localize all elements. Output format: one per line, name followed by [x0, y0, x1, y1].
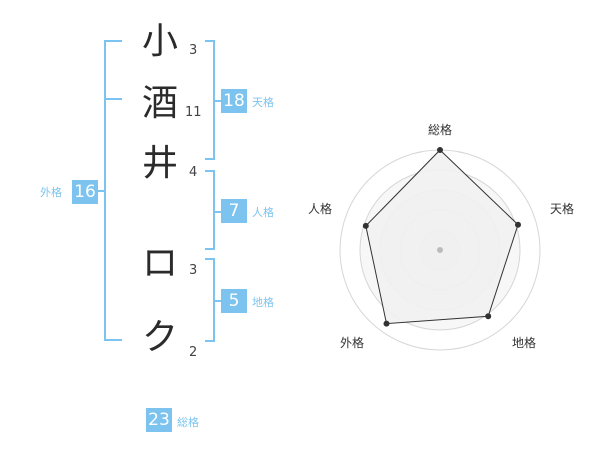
radar-point	[383, 320, 390, 327]
tenkaku-bracket-vertical	[213, 40, 215, 160]
stroke-count-1: 3	[189, 43, 198, 58]
radar-point	[485, 313, 492, 320]
tenkaku-connector	[215, 100, 221, 102]
radar-center	[437, 247, 443, 253]
stroke-count-5: 2	[189, 345, 198, 360]
chikaku-bracket-bottom	[205, 340, 215, 342]
gaikaku-connector	[96, 190, 104, 192]
tenkaku-label: 天格	[252, 96, 274, 109]
radar-points	[362, 147, 521, 327]
chikaku-badge: 5	[221, 289, 247, 313]
name-char-5: ク	[141, 317, 178, 358]
chikaku-bracket-top	[205, 258, 215, 260]
gaikaku-bracket-top	[104, 40, 122, 42]
jinkaku-connector	[215, 211, 221, 213]
radar-label-soukaku: 総格	[428, 123, 453, 137]
tenkaku-bracket-bottom	[205, 158, 215, 160]
jinkaku-bracket-top	[205, 170, 215, 172]
radar-point	[362, 222, 369, 229]
jinkaku-bracket-vertical	[213, 170, 215, 250]
radar-label-gaikaku: 外格	[340, 336, 365, 350]
chikaku-label: 地格	[252, 296, 274, 309]
stroke-count-4: 3	[189, 263, 198, 278]
chikaku-connector	[215, 300, 221, 302]
radar-point	[515, 221, 521, 228]
gaikaku-bracket-mid	[104, 98, 122, 100]
radar-label-tenkaku: 天格	[550, 202, 575, 216]
name-char-3: 井	[141, 143, 178, 184]
soukaku-label: 総格	[177, 416, 199, 429]
gaikaku-badge: 16	[72, 180, 98, 204]
tenkaku-bracket-top	[205, 40, 215, 42]
stroke-count-3: 4	[189, 165, 198, 180]
jinkaku-badge: 7	[221, 199, 247, 223]
name-char-1: 小	[141, 21, 178, 62]
radar-label-jinkaku: 人格	[308, 202, 333, 216]
stroke-count-2: 11	[185, 105, 202, 120]
tenkaku-badge: 18	[221, 89, 247, 113]
name-char-2: 酒	[141, 83, 178, 124]
gaikaku-label: 外格	[40, 186, 62, 199]
name-char-4: ロ	[141, 243, 178, 284]
jinkaku-label: 人格	[252, 206, 274, 219]
radar-area	[365, 149, 519, 325]
soukaku-badge: 23	[146, 408, 172, 432]
radar-point	[437, 147, 443, 153]
radar-label-chikaku: 地格	[512, 336, 537, 350]
gaikaku-bracket-bottom	[104, 339, 122, 341]
chikaku-bracket-vertical	[213, 258, 215, 342]
jinkaku-bracket-bottom	[205, 248, 215, 250]
gaikaku-bracket-vertical	[104, 40, 106, 341]
